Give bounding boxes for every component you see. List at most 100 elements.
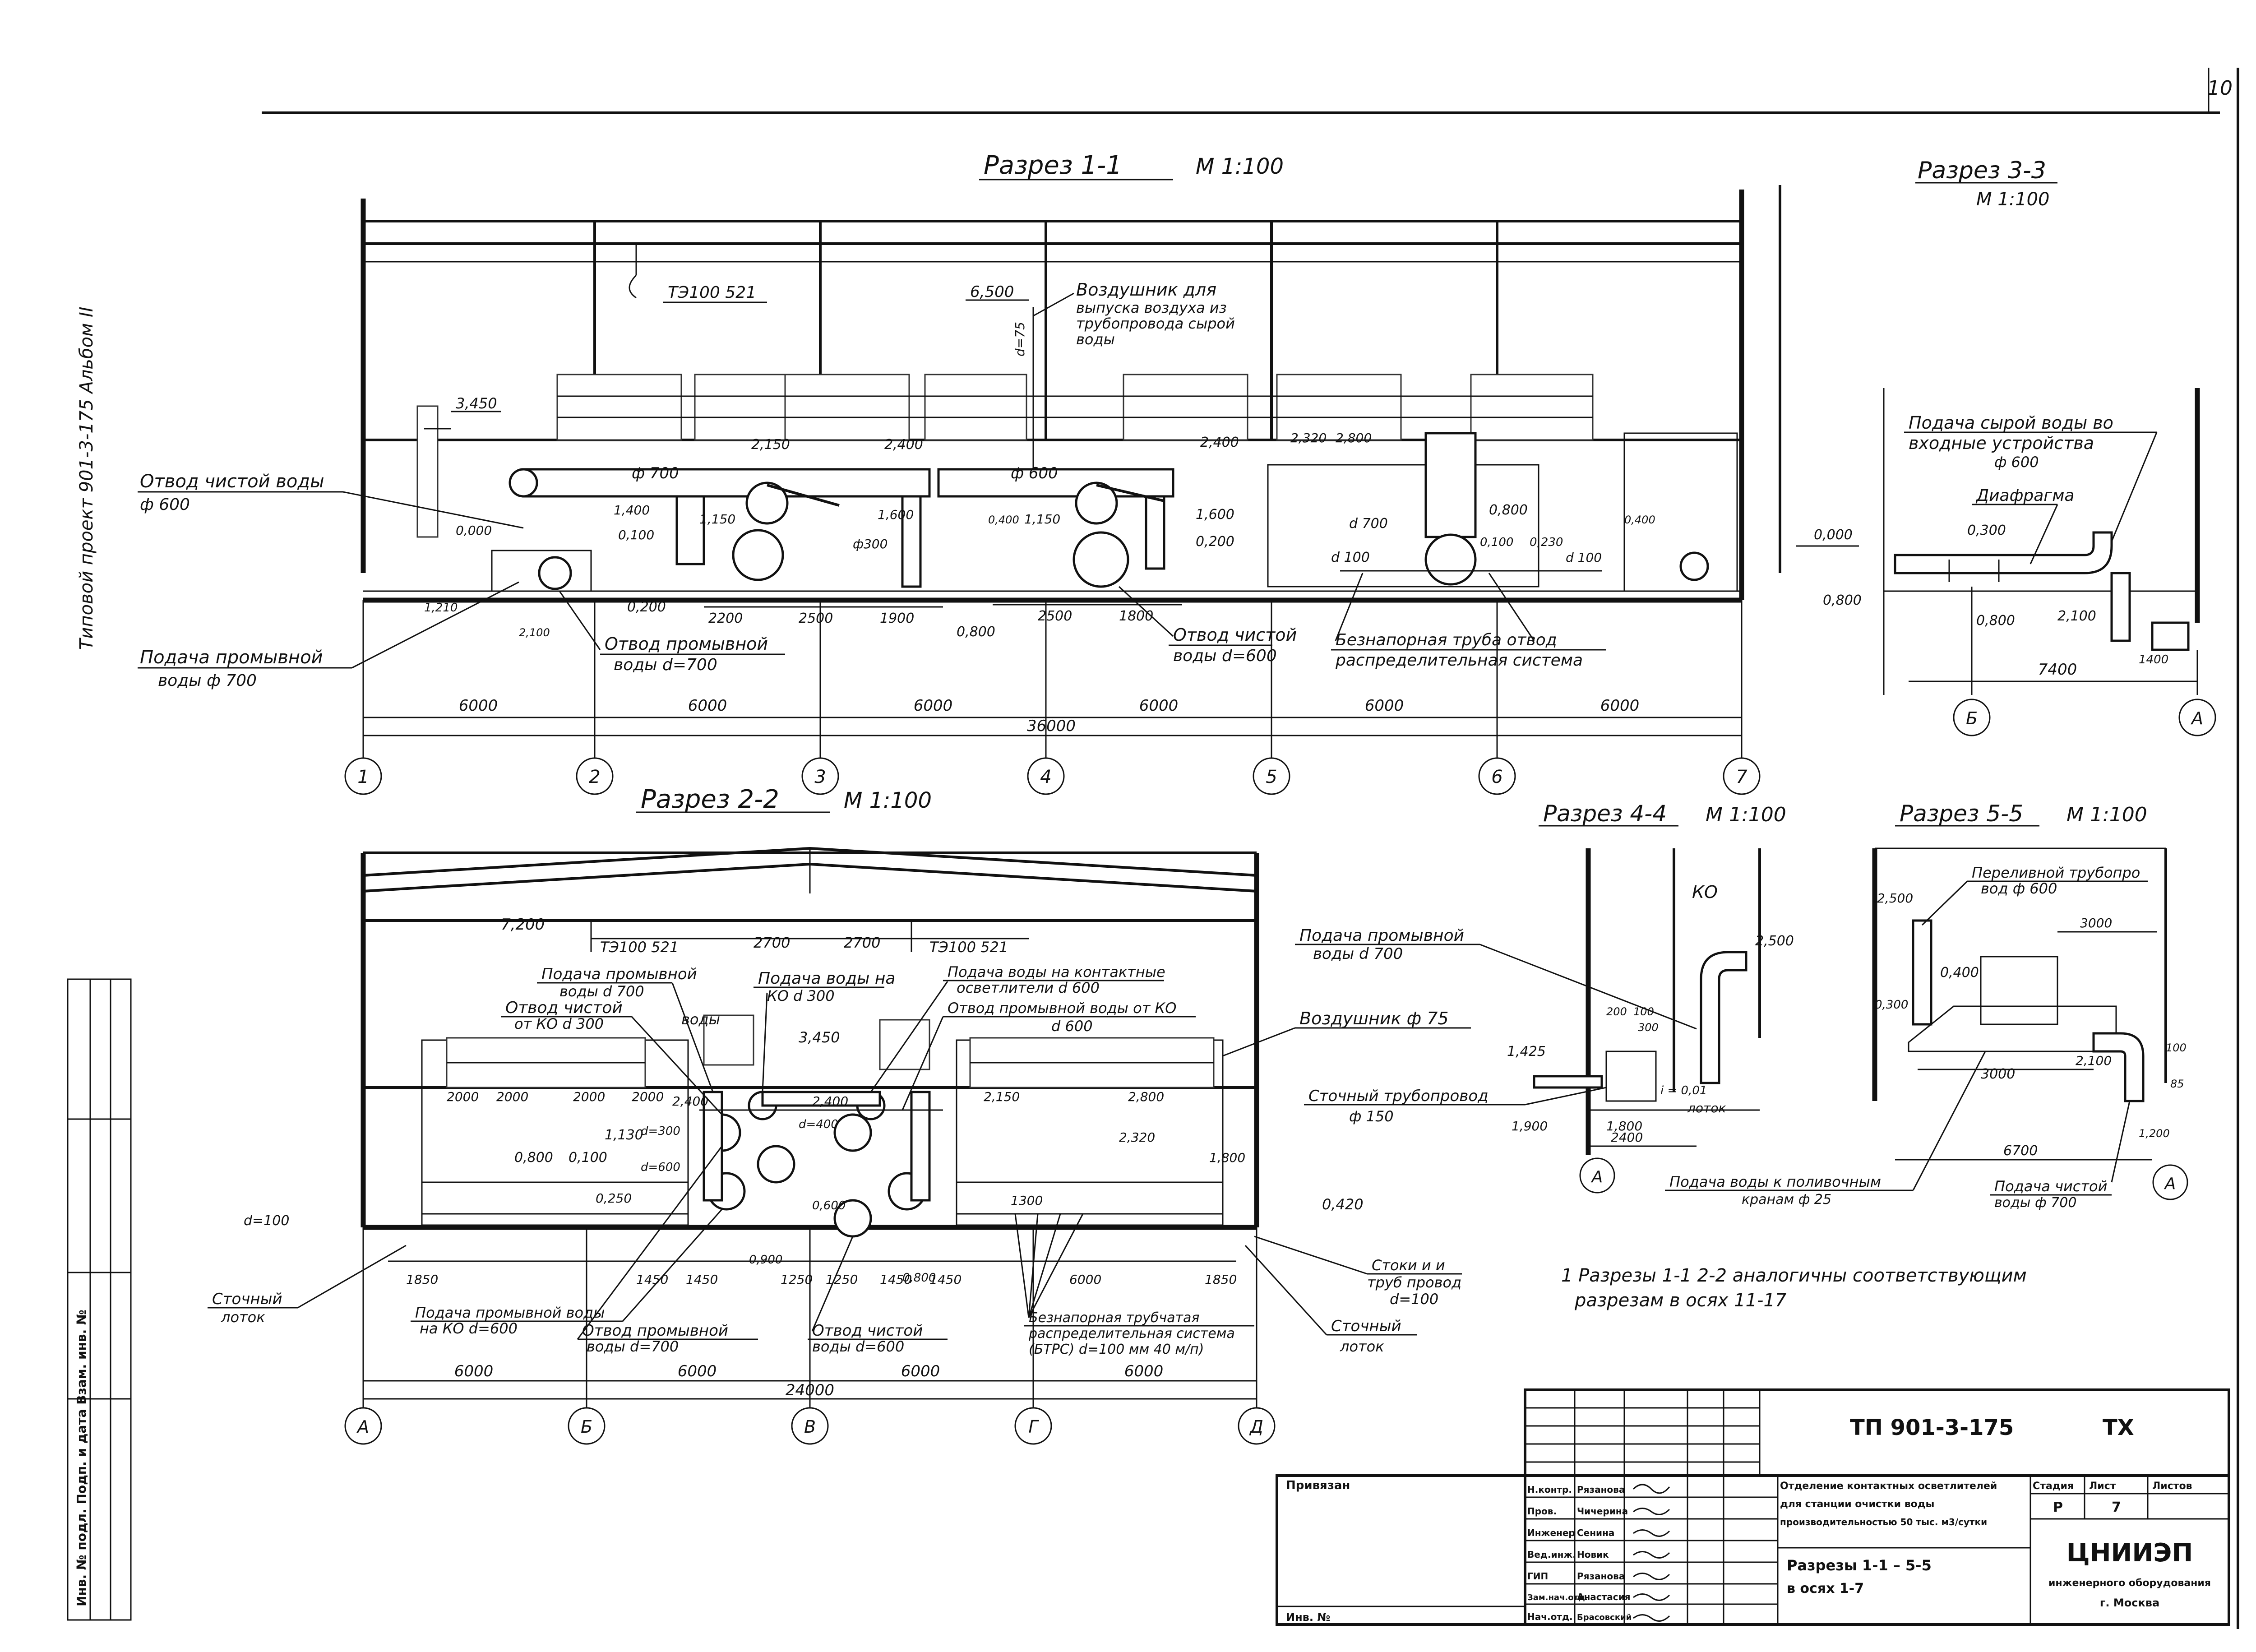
- e0400-label: 0,400: [1624, 514, 1655, 526]
- section-4-4-scale: М 1:100: [1706, 803, 1786, 826]
- axis-1: 1: [357, 767, 369, 787]
- e2100-label: 2,100: [519, 626, 550, 639]
- wash-to-ko-1: Подача промывной воды: [415, 1304, 605, 1321]
- span-1-1-6: 6000: [1600, 697, 1640, 715]
- hoist-b-label: ТЭ100 521: [929, 939, 1008, 956]
- d2700b-label: 2700: [844, 934, 880, 951]
- wash-in-2-2-3: воды: [681, 1011, 720, 1028]
- d200-4-4: 200: [1606, 1005, 1627, 1018]
- air-vent-label-2: выпуска воздуха из: [1076, 299, 1227, 316]
- d1450a: 1450: [636, 1272, 668, 1287]
- e2320-2-2: 2,320: [1119, 1130, 1155, 1145]
- pressureless-2-2-3: (БТРС) d=100 мм 40 м/п): [1029, 1342, 1204, 1357]
- stage-value: Р: [2053, 1499, 2063, 1515]
- axis-G: Г: [1028, 1417, 1039, 1437]
- e0800a-label: 0,800: [1489, 502, 1528, 518]
- role-2: Инженер: [1527, 1527, 1575, 1538]
- filter-panels: [556, 374, 1594, 441]
- e2500-4-4: 2,500: [1755, 933, 1794, 949]
- clean-out2-label-1: Отвод чистой: [1173, 625, 1297, 645]
- d1400-3-3: 1400: [2139, 653, 2168, 666]
- e0600-2-2: 0,600: [812, 1199, 846, 1212]
- clean-out-2-2-2: от КО d 300: [514, 1015, 604, 1032]
- wash-to-ko-2: на КО d=600: [420, 1320, 518, 1337]
- e0900-2-2: 0,900: [749, 1253, 782, 1267]
- section-4-4: Разрез 4-4 М 1:100 КО 2,500 Подача промы…: [1295, 801, 1794, 1194]
- e1150a-label: 1,150: [699, 512, 735, 527]
- span-2-2-total: 24000: [786, 1381, 834, 1399]
- e2100-5-5: 2,100: [2076, 1053, 2112, 1068]
- tray-4-4: лоток: [1687, 1101, 1726, 1115]
- d300-label: ф300: [853, 537, 888, 551]
- d100-4-4: 100: [1633, 1005, 1654, 1018]
- d1850a: 1850: [406, 1272, 438, 1287]
- span-1-1-4: 6000: [1139, 697, 1179, 715]
- role-5: Зам.нач.отд.: [1527, 1593, 1588, 1602]
- inv-label: Инв. №: [1286, 1611, 1330, 1624]
- side-strip-text: Инв. № подл. Подп. и дата Взам. инв. №: [74, 1310, 89, 1606]
- sheet-title-1: Разрезы 1-1 – 5-5: [1787, 1557, 1932, 1574]
- e1900-4-4: 1,900: [1512, 1119, 1548, 1134]
- e0230-label: 0,230: [1530, 536, 1563, 549]
- water-tap-2: кранам ф 25: [1742, 1192, 1831, 1208]
- overflow-5-5-1: Переливной трубопро: [1972, 864, 2140, 881]
- wash-in-2-2-2: воды d 700: [559, 983, 644, 1000]
- d3000a-5-5: 3000: [2080, 916, 2112, 930]
- raw-supply-2: входные устройства: [1909, 433, 2094, 453]
- e1425-4-4: 1,425: [1507, 1044, 1546, 1060]
- air-vent-label-3: трубопровода сырой: [1076, 315, 1235, 332]
- e0000-label: 0,000: [456, 523, 492, 538]
- water-to-contact-1: Подача воды на контактные: [948, 963, 1165, 981]
- e2150-2-2: 2,150: [984, 1089, 1020, 1104]
- e2400b-label: 2,400: [1200, 435, 1239, 450]
- d600-2-2: d=600: [641, 1161, 680, 1174]
- e0420-2-2: 0,420: [1322, 1196, 1364, 1213]
- clean-5-5-1: Подача чистой: [1994, 1178, 2107, 1195]
- dim-2200: 2200: [708, 611, 743, 626]
- e2100-3-3: 2,100: [2057, 608, 2096, 624]
- drain-4-4-2: ф 150: [1349, 1108, 1394, 1125]
- axis-4: 4: [1040, 767, 1051, 787]
- d1450d: 1450: [929, 1272, 962, 1287]
- d3000b-5-5: 3000: [1981, 1066, 2015, 1082]
- d2000c: 2000: [573, 1089, 605, 1104]
- d6700-5-5: 6700: [2003, 1143, 2038, 1159]
- e2800-2-2: 2,800: [1128, 1089, 1164, 1104]
- name-0: Рязанова: [1577, 1484, 1625, 1495]
- span-2-2-2: 6000: [678, 1362, 717, 1380]
- sheet-head: Лист: [2089, 1481, 2116, 1492]
- stage-head: Стадия: [2033, 1481, 2074, 1492]
- dim-2500a: 2500: [799, 611, 833, 626]
- e0200a-label: 0,200: [627, 599, 666, 615]
- d1450c: 1450: [880, 1272, 912, 1287]
- e0800b-2-2: 0,800: [902, 1271, 936, 1285]
- clean-out-label-2: ф 600: [140, 495, 190, 514]
- wash-in-2-2-1: Подача промывной: [541, 965, 697, 983]
- dim-2500b: 2500: [1038, 608, 1072, 624]
- drain-tray-right-2: лоток: [1340, 1338, 1384, 1355]
- e2400b-2-2: 2,400: [812, 1094, 848, 1109]
- e0250-2-2: 0,250: [596, 1191, 632, 1206]
- d1300-2-2: 1300: [1011, 1193, 1043, 1208]
- hoist-label: ТЭ100 521: [668, 283, 756, 302]
- water-to-ko-1: Подача воды на: [758, 969, 895, 988]
- elev-3450: 3,450: [456, 395, 497, 412]
- section-1-1-title: Разрез 1-1: [984, 151, 1122, 180]
- side-stamp: Типовой проект 901-3-175 Альбом II: [76, 307, 97, 650]
- axis-5-5: А: [2164, 1175, 2176, 1193]
- e2800-label: 2,800: [1336, 430, 1372, 445]
- dim-1800: 1800: [1119, 608, 1153, 624]
- clean-5-5-2: воды ф 700: [1994, 1195, 2076, 1211]
- name-4: Рязанова: [1577, 1571, 1625, 1582]
- org-line-3: г. Москва: [2100, 1596, 2159, 1609]
- span-1-1-total: 36000: [1027, 717, 1076, 735]
- e2150-label: 2,150: [751, 437, 790, 453]
- e2400-2-2: 2,400: [672, 1094, 708, 1109]
- e0100b-label: 0,100: [1480, 536, 1513, 549]
- sheet-value: 7: [2112, 1499, 2121, 1515]
- e2500-5-5: 2,500: [1877, 891, 1913, 906]
- axis-A: А: [356, 1417, 369, 1437]
- span-1-1-2: 6000: [688, 697, 727, 715]
- name-1: Чичерина: [1577, 1506, 1628, 1517]
